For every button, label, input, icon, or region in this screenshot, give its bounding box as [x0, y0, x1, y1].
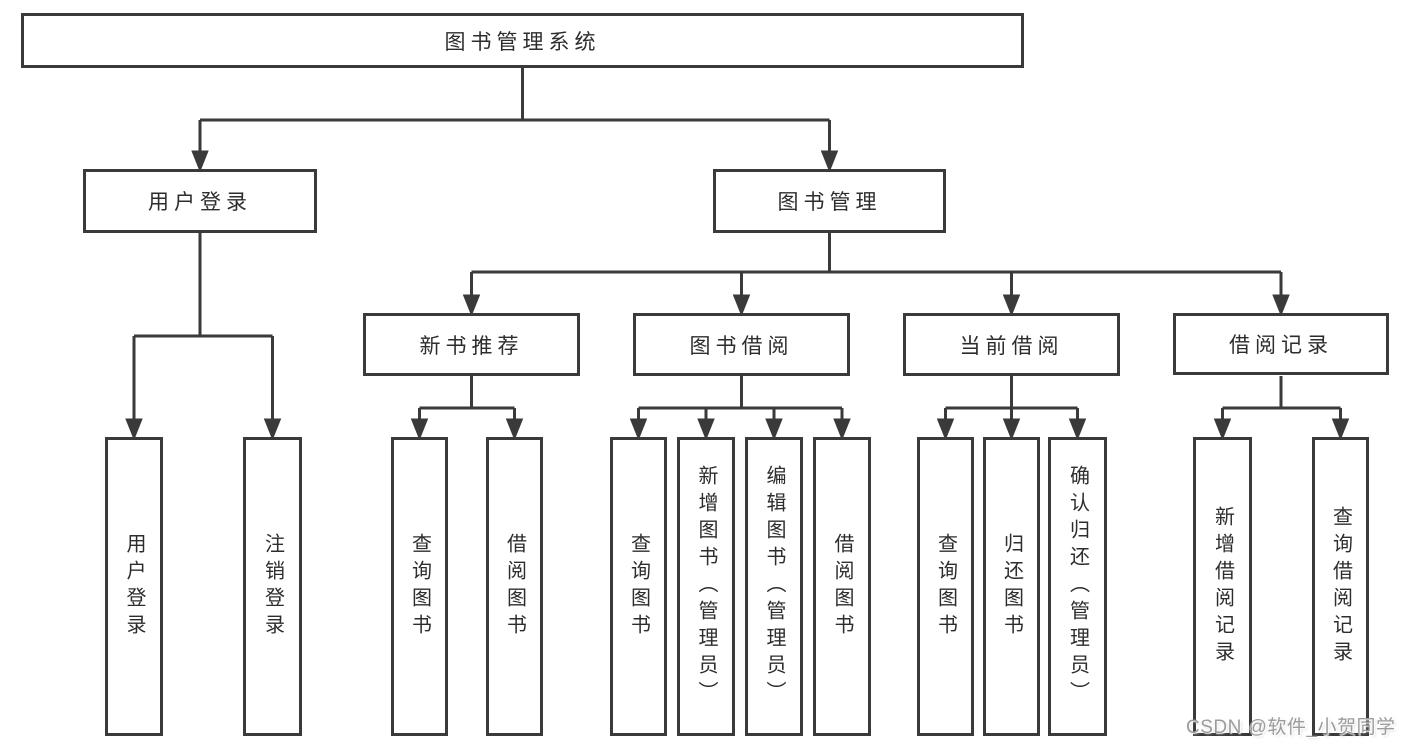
leaf-current-confirm-return-admin: 确认归还（管理员）	[1048, 437, 1107, 736]
arrow-down-icon	[462, 294, 481, 317]
node-label: 编辑图书（管理员）	[763, 465, 785, 708]
arrow-down-icon	[1068, 418, 1087, 441]
arrow-down-icon	[1331, 418, 1350, 441]
arrow-down-icon	[629, 418, 648, 441]
watermark: CSDN @软件_小贺同学	[1186, 717, 1396, 738]
arrow-down-icon	[410, 418, 429, 441]
node-label: 用户登录	[148, 191, 252, 214]
node-book-management: 图书管理	[713, 169, 946, 233]
leaf-borrow-query-books: 查询图书	[610, 437, 667, 736]
leaf-user-login: 用户登录	[105, 437, 163, 736]
arrow-down-icon	[820, 150, 839, 173]
arrow-down-icon	[697, 418, 715, 441]
arrow-down-icon	[732, 294, 751, 317]
node-label: 查询借阅记录	[1329, 505, 1352, 668]
node-root: 图书管理系统	[21, 13, 1024, 68]
arrow-down-icon	[765, 418, 783, 441]
leaf-records-query-record: 查询借阅记录	[1312, 437, 1369, 736]
arrow-down-icon	[125, 418, 143, 441]
node-label: 注销登录	[261, 532, 284, 641]
arrow-down-icon	[1213, 418, 1232, 441]
arrow-down-icon	[1002, 294, 1021, 317]
arrow-down-icon	[833, 418, 851, 441]
node-label: 查询图书	[934, 532, 957, 641]
arrow-down-icon	[191, 150, 209, 173]
arrow-down-icon	[936, 418, 955, 441]
node-label: 借阅图书	[503, 532, 526, 641]
leaf-borrow-edit-books-admin: 编辑图书（管理员）	[745, 437, 803, 736]
arrow-down-icon	[263, 418, 282, 441]
node-label: 借阅记录	[1229, 334, 1333, 357]
node-borrow-records: 借阅记录	[1173, 313, 1389, 375]
leaf-borrow-borrow-books: 借阅图书	[813, 437, 871, 736]
node-label: 用户登录	[123, 532, 145, 641]
node-label: 图书借阅	[689, 334, 794, 358]
leaf-recommend-borrow-books: 借阅图书	[486, 437, 543, 736]
leaf-borrow-add-books-admin: 新增图书（管理员）	[677, 437, 735, 736]
leaf-recommend-query-books: 查询图书	[391, 437, 448, 736]
node-user-login: 用户登录	[83, 169, 317, 233]
node-label: 新增图书（管理员）	[695, 465, 717, 708]
leaf-current-return-books: 归还图书	[983, 437, 1040, 736]
leaf-records-add-record: 新增借阅记录	[1193, 437, 1252, 736]
arrow-down-icon	[1272, 294, 1290, 317]
node-label: 图书管理	[777, 191, 882, 214]
node-label: 新增借阅记录	[1211, 505, 1234, 668]
node-label: 图书管理系统	[444, 30, 601, 54]
leaf-logout: 注销登录	[243, 437, 302, 736]
leaf-current-query-books: 查询图书	[917, 437, 974, 736]
node-label: 确认归还（管理员）	[1066, 465, 1089, 708]
node-label: 当前借阅	[959, 334, 1064, 358]
node-label: 查询图书	[627, 532, 650, 641]
node-current-borrow: 当前借阅	[903, 313, 1120, 376]
node-label: 新书推荐	[419, 334, 524, 358]
node-label: 借阅图书	[831, 532, 853, 641]
node-book-borrow: 图书借阅	[633, 313, 850, 376]
node-label: 查询图书	[408, 532, 431, 641]
node-label: 归还图书	[1000, 532, 1023, 641]
node-new-book-recommend: 新书推荐	[363, 313, 580, 376]
arrow-down-icon	[1002, 418, 1021, 441]
arrow-down-icon	[505, 418, 524, 441]
